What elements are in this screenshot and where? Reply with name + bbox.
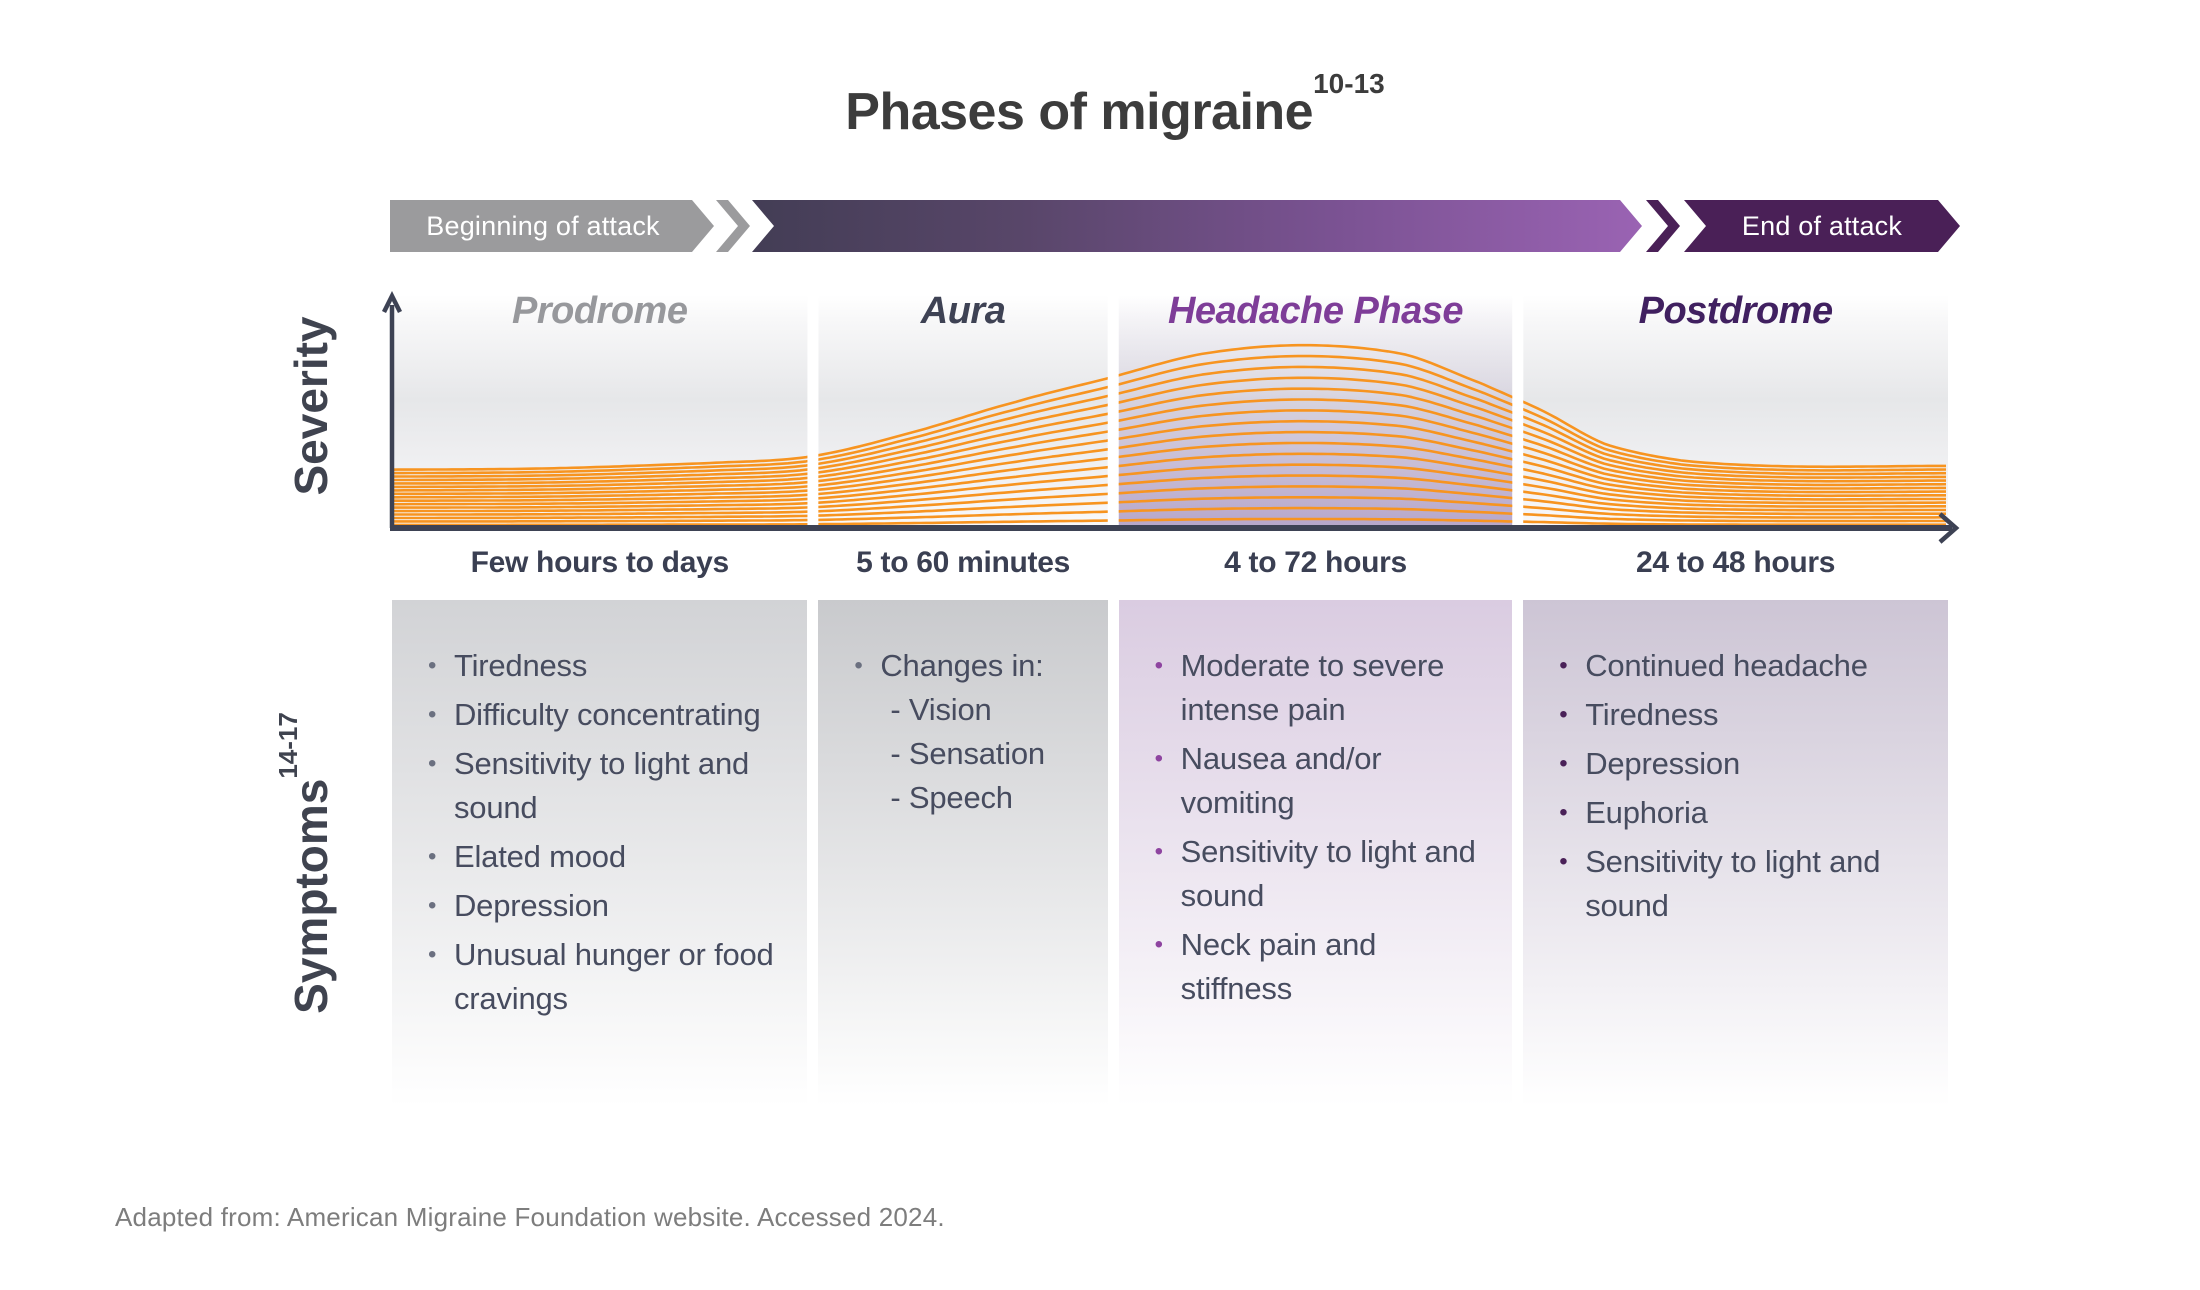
- symptom-text: Difficulty concentrating: [454, 697, 761, 732]
- symptom-item: • Moderate to severe intense pain: [1155, 644, 1489, 732]
- symptom-text: Tiredness: [1585, 697, 1719, 732]
- banner-gradient-segment: [752, 200, 1642, 252]
- symptom-item: •Changes in:- Vision- Sensation- Speech: [854, 644, 1083, 820]
- duration-label-prodrome: Few hours to days: [470, 546, 730, 579]
- symptom-text: Changes in:- Vision- Sensation- Speech: [880, 644, 1045, 820]
- symptom-item: • Difficulty concentrating: [428, 693, 783, 737]
- symptom-item: • Continued headache: [1559, 644, 1924, 688]
- symptom-list-prodrome: • Tiredness • Difficulty concentrating • Sens…: [392, 600, 807, 1021]
- bullet-icon: •: [1154, 931, 1164, 958]
- chevron-separator-icon: [716, 200, 750, 252]
- bullet-icon: •: [1154, 652, 1164, 679]
- symptoms-reference-superscript: 14-17: [272, 712, 303, 779]
- symptom-item: • Sensitivity to light and sound: [1559, 840, 1924, 928]
- symptom-text: Sensitivity to light and sound: [454, 746, 750, 825]
- bullet-icon: •: [1154, 745, 1164, 772]
- phase-label-headache-phase: Headache Phase: [1167, 290, 1464, 332]
- symptom-item: • Tiredness: [1559, 693, 1924, 737]
- symptom-text: Nausea and/or vomiting: [1180, 741, 1382, 820]
- bullet-icon: •: [1559, 750, 1568, 777]
- page-title-text: Phases of migraine: [845, 83, 1314, 141]
- symptom-item: • Depression: [428, 884, 783, 928]
- symptom-text: Euphoria: [1585, 795, 1708, 830]
- banner-end-label: End of attack: [1741, 210, 1903, 241]
- symptom-item: • Nausea and/or vomiting: [1155, 737, 1489, 825]
- title-reference-superscript: 10-13: [1313, 67, 1385, 99]
- y-axis-label: Severity: [284, 316, 338, 495]
- symptom-text: Continued headache: [1585, 648, 1868, 683]
- symptom-text: Sensitivity to light and sound: [1585, 844, 1881, 923]
- bullet-icon: •: [1154, 838, 1164, 865]
- bullet-icon: •: [428, 843, 437, 870]
- page-title: Phases of migraine10-13: [0, 68, 2200, 142]
- bullet-icon: •: [428, 892, 437, 919]
- bullet-icon: •: [1559, 848, 1568, 875]
- symptom-list-postdrome: • Continued headache • Tiredness • Depression…: [1523, 600, 1948, 928]
- duration-label-headache: 4 to 72 hours: [1224, 546, 1407, 579]
- symptom-item: • Euphoria: [1559, 791, 1924, 835]
- phase-label-aura: Aura: [920, 290, 1006, 332]
- phase-label-prodrome: Prodrome: [511, 290, 688, 332]
- phase-label-postdrome: Postdrome: [1638, 290, 1833, 332]
- bullet-icon: •: [428, 652, 437, 679]
- bullet-icon: •: [854, 652, 863, 679]
- bullet-icon: •: [428, 701, 437, 728]
- symptom-item: • Elated mood: [428, 835, 783, 879]
- symptom-panel-aura: •Changes in:- Vision- Sensation- Speech: [818, 600, 1108, 1128]
- symptom-list-headache: • Moderate to severe intense pain • Nausea …: [1119, 600, 1513, 1011]
- bullet-icon: •: [1559, 652, 1568, 679]
- symptom-list-aura: •Changes in:- Vision- Sensation- Speech: [818, 600, 1107, 820]
- severity-curves-layer: [381, 290, 1960, 544]
- symptom-panel-prodrome: • Tiredness • Difficulty concentrating • Sens…: [392, 600, 808, 1128]
- symptom-text: Neck pain and stiffness: [1180, 927, 1377, 1006]
- symptom-item: • Tiredness: [428, 644, 783, 688]
- symptom-subitem: - Vision: [890, 692, 992, 727]
- symptom-text: Unusual hunger or food cravings: [454, 937, 774, 1016]
- symptoms-axis-label: Symptoms14-17: [273, 712, 338, 1014]
- duration-label-aura: 5 to 60 minutes: [856, 546, 1070, 579]
- symptom-item: • Sensitivity to light and sound: [428, 742, 783, 830]
- symptom-subitem: - Sensation: [890, 736, 1045, 771]
- symptom-subitem: - Speech: [890, 780, 1013, 815]
- symptom-panel-headache: • Moderate to severe intense pain • Nausea …: [1118, 600, 1513, 1128]
- symptom-text: Elated mood: [454, 839, 626, 874]
- symptom-text: Moderate to severe intense pain: [1180, 648, 1445, 727]
- bullet-icon: •: [428, 750, 437, 777]
- symptom-text: Depression: [454, 888, 609, 923]
- symptom-text: Tiredness: [454, 648, 588, 683]
- symptom-panel-postdrome: • Continued headache • Tiredness • Depression…: [1523, 600, 1948, 1128]
- symptom-item: • Sensitivity to light and sound: [1155, 830, 1489, 918]
- banner-beginning-label: Beginning of attack: [426, 210, 660, 241]
- symptom-text: Depression: [1585, 746, 1741, 781]
- duration-label-postdrome: 24 to 48 hours: [1635, 546, 1836, 579]
- severity-chart: [381, 290, 1960, 544]
- symptoms-label-text: Symptoms: [285, 778, 337, 1014]
- chevron-separator-icon: [1646, 200, 1680, 252]
- symptom-text: Sensitivity to light and sound: [1180, 834, 1476, 913]
- symptom-item: • Unusual hunger or food cravings: [428, 933, 783, 1021]
- bullet-icon: •: [428, 941, 437, 968]
- banner-beginning-segment: Beginning of attack: [390, 200, 714, 252]
- bullet-icon: •: [1559, 701, 1568, 728]
- bullet-icon: •: [1559, 799, 1568, 826]
- symptom-item: • Depression: [1559, 742, 1924, 786]
- banner-end-segment: End of attack: [1684, 200, 1960, 252]
- y-axis-label-text: Severity: [285, 316, 337, 496]
- source-attribution: Adapted from: American Migraine Foundati…: [115, 1202, 945, 1232]
- symptom-item: • Neck pain and stiffness: [1155, 923, 1489, 1011]
